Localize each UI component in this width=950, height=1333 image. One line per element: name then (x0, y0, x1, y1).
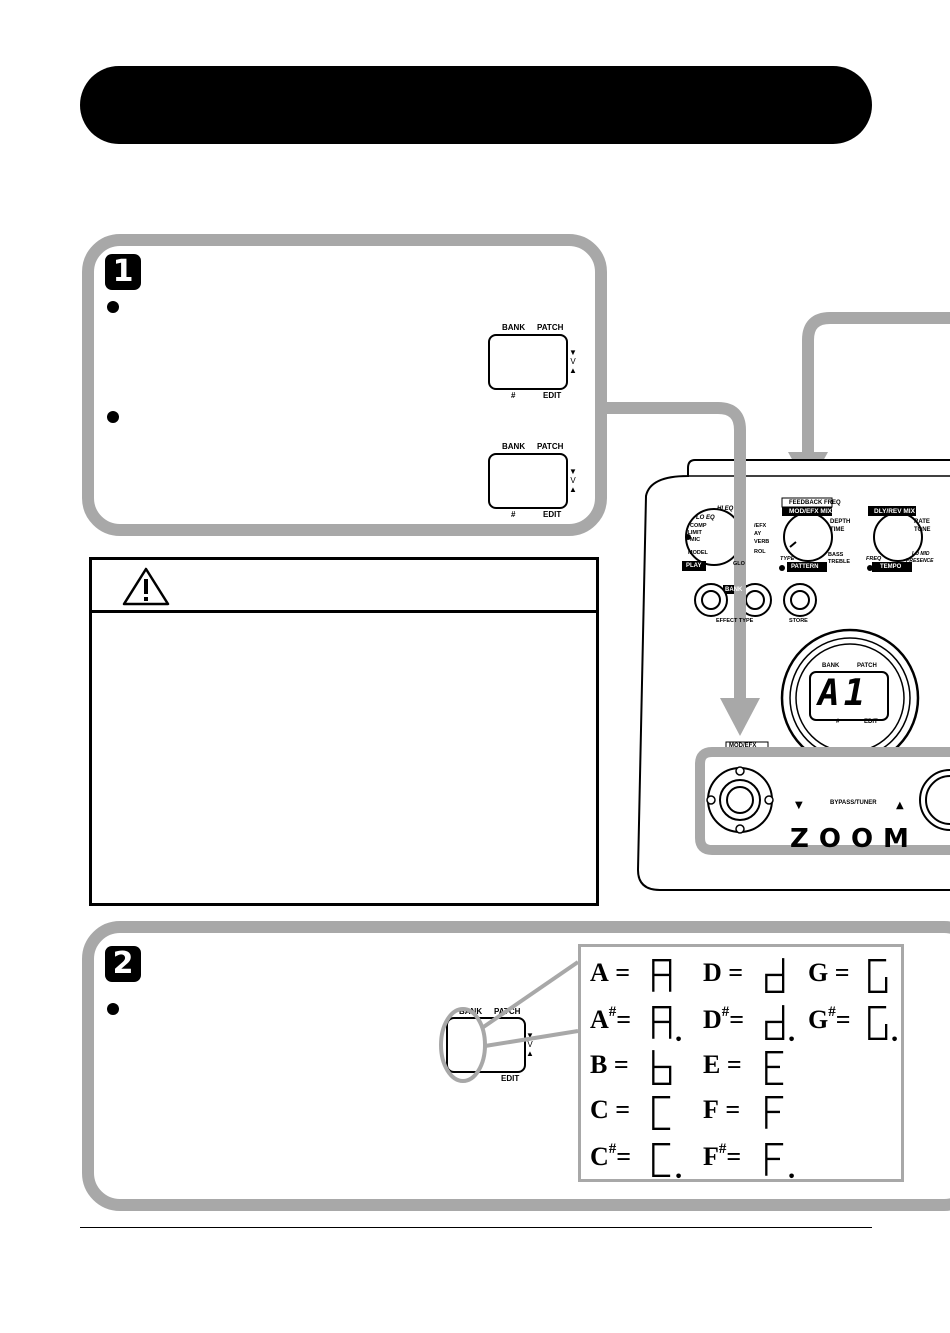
note-segment-glyph (765, 958, 785, 993)
step1-display-top-screen (488, 334, 568, 390)
device-left-label-8: GLO (733, 561, 745, 567)
device-left-label-4: /LIMIT (686, 530, 702, 536)
device-screen-value: A1 (818, 673, 870, 714)
step2-display-edit: EDIT (501, 1074, 520, 1083)
step2-bullet (107, 1003, 119, 1015)
device-knob1-right-2: TIME (830, 527, 845, 533)
step1-display-top-edit: EDIT (543, 391, 562, 400)
step2-display-arrows: ▼V▲ (526, 1031, 534, 1058)
svg-text:▲: ▲ (896, 800, 904, 811)
step1-display-bottom-arrows: ▼V▲ (569, 467, 577, 494)
note-label: A = (590, 958, 631, 987)
note-segment-glyph (652, 1050, 672, 1085)
device-left-label-5: MIC (690, 537, 701, 543)
note-label: D = (703, 958, 744, 987)
step1-display-top-bank: BANK (502, 323, 526, 332)
device-mid-label-2: AY (754, 531, 762, 537)
step1-display-bottom-patch: PATCH (537, 442, 564, 451)
device-knob1-top-label: FEEDBACK FREQ (789, 500, 841, 506)
note-label: F#= (703, 1141, 742, 1172)
step1-number: 1 (105, 254, 141, 290)
svg-text:▼: ▼ (795, 800, 803, 811)
note-segment-glyph (868, 959, 888, 993)
step1-display-bottom-bank: BANK (502, 442, 526, 451)
device-left-label-1: HI EQ (717, 506, 734, 512)
note-segment-glyph (652, 959, 672, 992)
device-knob1-tab: MOD/EFX MIX (789, 508, 832, 515)
note-segment-glyph (765, 1096, 784, 1129)
device-bypass-label: BYPASS/TUNER (830, 800, 877, 806)
device-screen-hash: # (836, 719, 840, 725)
device-knob1-right-4: TREBLE (828, 559, 850, 565)
device-knob1-number: 1 (783, 506, 788, 515)
note-label: D#= (703, 1004, 745, 1035)
note-segment-glyph (765, 1143, 794, 1179)
device-knob1-bottom: PATTERN (791, 564, 819, 570)
device-screen-edit: EDIT (864, 719, 878, 725)
device-mid-label-4: ROL (754, 549, 766, 555)
note-label: G#= (808, 1004, 851, 1035)
device-screen-bank: BANK (822, 663, 840, 669)
device-left-label-7: PLAY (686, 563, 702, 569)
step1-display-bottom-edit: EDIT (543, 510, 562, 519)
note-segment-glyph (652, 1096, 671, 1130)
note-label: B = (590, 1050, 629, 1079)
device-knob2-left: FREQ (866, 556, 882, 562)
device-knob2-bottom: TEMPO (880, 564, 902, 570)
device-footswitch-label: MOD/EFX (729, 743, 757, 749)
device-knob2-number: 2 (868, 506, 873, 515)
note-label: F = (703, 1095, 741, 1124)
note-label: E = (703, 1050, 742, 1079)
step1-bullet-1 (107, 301, 119, 313)
note-segment-glyph (765, 1005, 794, 1042)
step2-zoom-callout (439, 960, 580, 1083)
device-knob1-right-3: BASS (828, 552, 844, 558)
note-label: C = (590, 1095, 631, 1124)
step1-display-bottom-screen (488, 453, 568, 509)
note-label: C#= (590, 1141, 632, 1172)
device-bank-tab: BANK (725, 587, 743, 593)
device-illustration: ▼ ▲ (600, 312, 950, 891)
device-knob2-tab: DLY/REV MIX (874, 508, 915, 515)
step1-display-top-arrows: ▼V▲ (569, 348, 577, 375)
note-display-table (578, 944, 904, 1182)
step2-number: 2 (105, 946, 141, 982)
step1-display-bottom-hash: # (511, 510, 516, 519)
footer-rule (80, 1227, 872, 1228)
step1-bullet-2 (107, 411, 119, 423)
note-label: A#= (590, 1004, 632, 1035)
device-store: STORE (789, 618, 808, 624)
step1-display-top-hash: # (511, 391, 516, 400)
note-segment-glyph (652, 1006, 681, 1042)
device-knob1-left: TYPE (780, 556, 795, 562)
caution-header (92, 560, 596, 613)
step1-display-top-patch: PATCH (537, 323, 564, 332)
device-knob1-right-1: DEPTH (830, 519, 851, 525)
device-brand-logo: ZOOM (790, 824, 919, 854)
warning-triangle-icon (122, 567, 170, 606)
device-knob2-right-4: PRESENCE (906, 558, 934, 564)
note-segment-glyph (765, 1051, 784, 1085)
device-mid-label-3: VERB (754, 539, 770, 545)
note-segment-glyph (868, 1006, 897, 1042)
device-left-label-3: COMP (690, 523, 707, 529)
page-title-bar (80, 66, 872, 144)
device-left-label-2: LO EQ (696, 515, 715, 521)
note-label: G = (808, 958, 850, 987)
device-knob2-right-2: TONE (914, 527, 931, 533)
caution-box (89, 557, 599, 906)
device-mid-label-1: /EFX (754, 523, 767, 529)
device-knob2-right-3: LO MID (912, 551, 930, 557)
device-left-label-6: MODEL (688, 550, 708, 556)
note-segment-glyph (652, 1143, 681, 1179)
device-effect-type: EFFECT TYPE (716, 618, 754, 624)
device-screen-patch: PATCH (857, 663, 877, 669)
device-knob2-right-1: RATE (914, 519, 930, 525)
